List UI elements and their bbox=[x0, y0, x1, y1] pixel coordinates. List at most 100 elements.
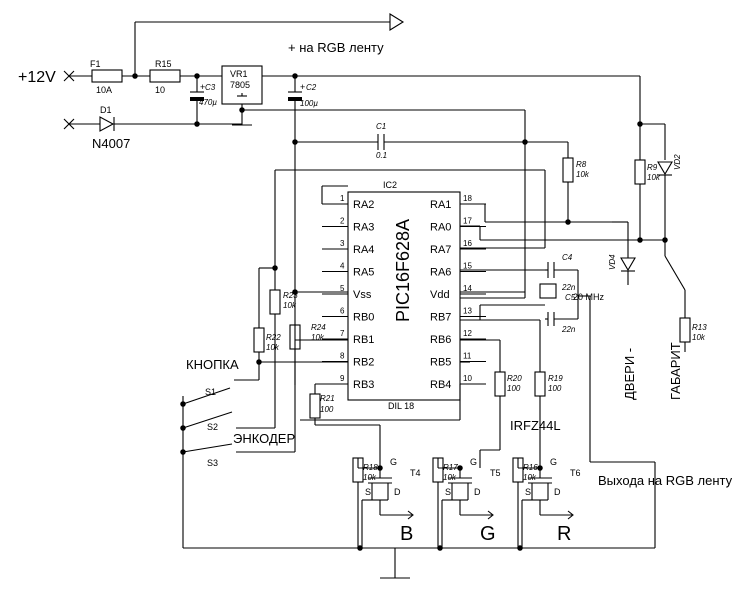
source-pin-label: S bbox=[365, 487, 371, 497]
svg-text:+: + bbox=[300, 82, 305, 92]
pin-name: RA4 bbox=[353, 244, 374, 256]
ground-bottom bbox=[183, 545, 655, 579]
pin-name: RA5 bbox=[353, 267, 374, 279]
pin-number: 9 bbox=[340, 374, 345, 383]
encoder-label: ЭНКОДЕР bbox=[233, 431, 295, 446]
r13-value: 10k bbox=[692, 333, 706, 342]
c4-value: 22n bbox=[561, 283, 576, 292]
s1-ref: S1 bbox=[205, 387, 216, 397]
c5-ref: C5 bbox=[565, 293, 576, 302]
c2-value: 100µ bbox=[300, 99, 318, 108]
f1-ref: F1 bbox=[90, 59, 101, 69]
capacitor-c1: C1 0.1 bbox=[292, 122, 568, 160]
r8-value: 10k bbox=[576, 170, 590, 179]
pin-number: 18 bbox=[463, 194, 472, 203]
r19-ref: R19 bbox=[548, 374, 563, 383]
pin-number: 15 bbox=[463, 262, 472, 271]
c3-ref: C3 bbox=[205, 83, 216, 92]
pin-name: RA0 bbox=[430, 222, 451, 234]
pin-name: RA3 bbox=[353, 222, 374, 234]
source-pin-label: S bbox=[525, 487, 531, 497]
rgb-plus-feed: + на RGB ленту bbox=[134, 13, 405, 75]
pin-name: Vdd bbox=[430, 289, 450, 301]
drain-pin-label: D bbox=[474, 487, 481, 497]
switches: КНОПКА ЭНКОДЕР S1 S2 S3 bbox=[180, 357, 295, 548]
capacitor-c3: C3 470µ + bbox=[190, 76, 217, 123]
microcontroller-ic2: IC2 DIL 18 PIC16F628A 1RA22RA33RA44RA55V… bbox=[322, 180, 486, 411]
resistor-r22 bbox=[253, 327, 265, 353]
pin-name: RB1 bbox=[353, 334, 374, 346]
vr1-ref: VR1 bbox=[230, 69, 248, 79]
s2-ref: S2 bbox=[207, 422, 218, 432]
pin-number: 7 bbox=[340, 329, 345, 338]
doors-label: ДВЕРИ - bbox=[622, 348, 637, 400]
s3-ref: S3 bbox=[207, 458, 218, 468]
button-label: КНОПКА bbox=[186, 357, 239, 372]
chip-pins-right: 18RA117RA016RA715RA614Vdd13RB712RB611RB5… bbox=[430, 194, 486, 391]
resistor-r23 bbox=[269, 289, 281, 315]
vd2-ref: VD2 bbox=[673, 154, 682, 170]
pin-name: RA6 bbox=[430, 267, 451, 279]
t5-ref: T5 bbox=[490, 468, 501, 478]
ra-lines bbox=[275, 169, 668, 249]
pin-name: RB4 bbox=[430, 379, 451, 391]
r24-value: 10k bbox=[311, 333, 325, 342]
pin-name: RB7 bbox=[430, 312, 451, 324]
right-supply-column bbox=[637, 76, 666, 160]
pin-number: 13 bbox=[463, 307, 472, 316]
pin-number: 8 bbox=[340, 352, 345, 361]
pin-number: 2 bbox=[340, 217, 345, 226]
diode-vd4: VD4 ДВЕРИ - bbox=[608, 221, 637, 400]
r23-value: 10k bbox=[283, 301, 297, 310]
source-pin-label: S bbox=[445, 487, 451, 497]
ra2-wire bbox=[321, 185, 348, 204]
rgb-plus-label: + на RGB ленту bbox=[288, 40, 384, 55]
parking-label: ГАБАРИТ bbox=[668, 342, 683, 400]
vr1-value: 7805 bbox=[230, 80, 250, 90]
pin-number: 12 bbox=[463, 329, 472, 338]
pin-name: RB0 bbox=[353, 312, 374, 324]
c3-value: 470µ bbox=[199, 98, 217, 107]
gate-pin-label: G bbox=[550, 457, 557, 467]
r24-ref: R24 bbox=[311, 323, 326, 332]
f1-value: 10A bbox=[96, 85, 112, 95]
resistor-r9: R9 10k bbox=[634, 159, 661, 240]
r21-ref: R21 bbox=[320, 394, 335, 403]
resistor-r13: R13 10k ГАБАРИТ bbox=[664, 240, 707, 400]
c1-ref: C1 bbox=[376, 122, 386, 131]
gate-pin-label: G bbox=[470, 457, 477, 467]
diode-d1: D1 N4007 bbox=[63, 105, 242, 151]
pin-name: RA2 bbox=[353, 199, 374, 211]
pin-number: 4 bbox=[340, 262, 345, 271]
gate-pin-label: G bbox=[390, 457, 397, 467]
rgb-output-line: Выхода на RGB ленту bbox=[589, 330, 733, 548]
rgb-out-label: Выхода на RGB ленту bbox=[598, 473, 733, 488]
resistor-r8: R8 10k bbox=[562, 142, 590, 222]
pin-number: 17 bbox=[463, 217, 472, 226]
r15-ref: R15 bbox=[155, 59, 172, 69]
pin-number: 6 bbox=[340, 307, 345, 316]
d1-part: N4007 bbox=[92, 136, 130, 151]
t4-ref: T4 bbox=[410, 468, 421, 478]
pin-name: RB5 bbox=[430, 357, 451, 369]
r9-value: 10k bbox=[647, 173, 661, 182]
pin-name: RB2 bbox=[353, 357, 374, 369]
resistor-r15 bbox=[149, 69, 181, 83]
chip-name: PIC16F628A bbox=[393, 219, 413, 322]
supply-label: +12V bbox=[18, 69, 56, 86]
r13-ref: R13 bbox=[692, 323, 707, 332]
resistor-r20: R20 100 bbox=[460, 339, 522, 468]
svg-text:+: + bbox=[200, 82, 205, 92]
fuse-f1 bbox=[91, 69, 123, 83]
output-b-label: B bbox=[400, 523, 413, 545]
xtal-freq: 20 MHz bbox=[573, 292, 605, 302]
resistor-r19: R19 100 IRFZ44L bbox=[460, 319, 563, 468]
c2-ref: C2 bbox=[306, 83, 317, 92]
pin-number: 5 bbox=[340, 284, 345, 293]
r17-ref: R17 bbox=[443, 463, 458, 472]
r19-value: 100 bbox=[548, 384, 562, 393]
